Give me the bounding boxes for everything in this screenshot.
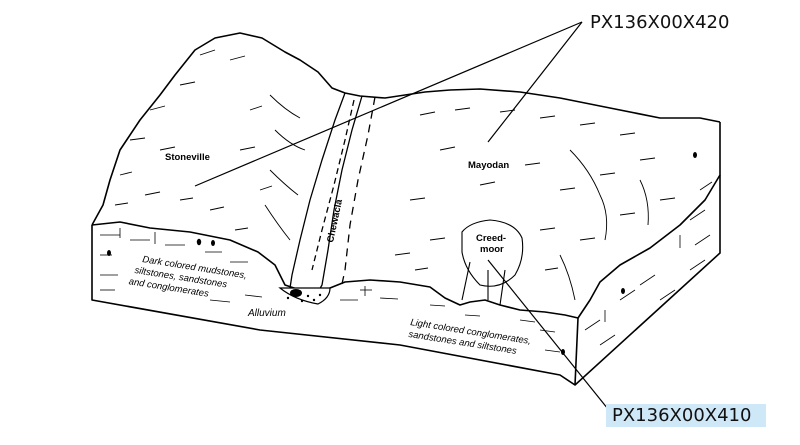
label-stoneville: Stoneville (165, 152, 210, 163)
stream-valley (289, 92, 376, 293)
callout-top-text: PX136X00X420 (590, 12, 729, 33)
leader-line-bottom (487, 259, 613, 415)
callout-bottom-highlight (606, 404, 766, 427)
leader-lines (194, 21, 613, 415)
leader-line-top-a (194, 21, 583, 187)
callout-bottom: PX136X00X410 (606, 404, 766, 427)
label-chewacla: Chewacla (325, 198, 345, 244)
label-alluvium: Alluvium (247, 308, 286, 319)
callout-bottom-text: PX136X00X410 (612, 405, 751, 426)
alluvium-deposit (278, 287, 331, 305)
callout-top: PX136X00X420 (590, 12, 729, 33)
pebble-marks (107, 152, 697, 355)
label-mayodan: Mayodan (468, 160, 509, 171)
terrain-hatching (114, 49, 676, 301)
light-rock-description: Light colored conglomerates, sandstones … (408, 317, 532, 357)
label-creedmoor-1: Creed- (476, 233, 506, 244)
leader-line-top-b (487, 21, 583, 143)
block-outline (91, 32, 721, 386)
dark-rock-description: Dark colored mudstones, siltstones, sand… (128, 254, 248, 300)
label-creedmoor-2: moor (480, 244, 504, 255)
rock-layer-texture (100, 181, 713, 353)
creedmoor-area (461, 219, 524, 306)
